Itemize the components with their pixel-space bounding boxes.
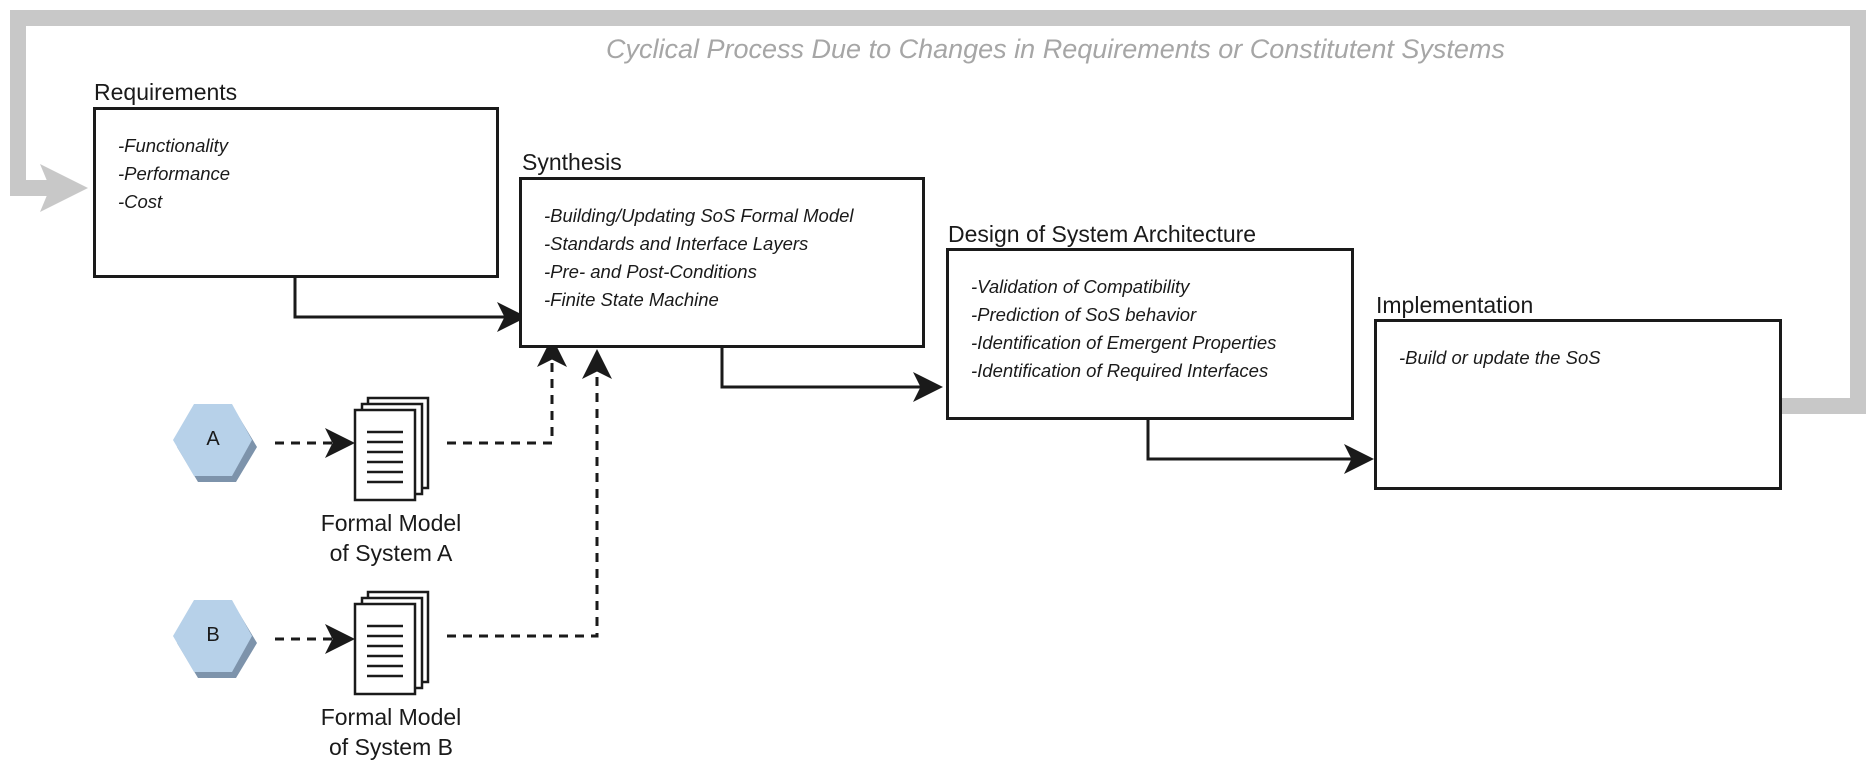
synthesis-title: Synthesis [522, 149, 622, 175]
requirement-item: -Functionality [118, 135, 229, 156]
requirements-box: -Functionality -Performance -Cost [93, 107, 499, 278]
design-item: -Identification of Emergent Properties [971, 332, 1277, 353]
hexagon-a-icon [173, 404, 257, 482]
cycle-arrowhead [40, 164, 88, 212]
hexagon-b-icon [173, 600, 257, 678]
flow-arrow-requirements-to-synthesis [293, 276, 527, 332]
synthesis-item: -Standards and Interface Layers [544, 233, 809, 254]
flow-arrow-synthesis-to-design [720, 346, 943, 402]
synthesis-item: -Pre- and Post-Conditions [544, 261, 757, 282]
implementation-item: -Build or update the SoS [1399, 347, 1601, 368]
implementation-title: Implementation [1376, 292, 1534, 318]
design-box: -Validation of Compatibility -Prediction… [946, 248, 1354, 420]
system-a-letter: A [206, 428, 220, 450]
formal-model-a-caption-line1: Formal Model [320, 510, 462, 536]
system-b-letter: B [206, 624, 220, 646]
cycle-label: Cyclical Process Due to Changes in Requi… [606, 34, 1505, 64]
implementation-items: -Build or update the SoS [1399, 344, 1601, 372]
formal-model-b-caption-line1: Formal Model [320, 704, 462, 730]
synthesis-item: -Finite State Machine [544, 289, 719, 310]
document-stack-a-icon [353, 396, 430, 502]
requirements-title: Requirements [94, 79, 238, 105]
synthesis-box: -Building/Updating SoS Formal Model -Sta… [519, 177, 925, 348]
design-items: -Validation of Compatibility -Prediction… [971, 273, 1276, 385]
document-stack-b-icon [353, 590, 430, 696]
design-title: Design of System Architecture [948, 221, 1257, 247]
formal-model-a-caption: Formal Model of System A [291, 508, 491, 568]
formal-model-b-caption: Formal Model of System B [291, 702, 491, 762]
formal-model-a-caption-line2: of System A [329, 540, 453, 566]
synthesis-item: -Building/Updating SoS Formal Model [544, 205, 854, 226]
implementation-box: -Build or update the SoS [1374, 319, 1782, 490]
design-item: -Validation of Compatibility [971, 276, 1190, 297]
synthesis-items: -Building/Updating SoS Formal Model -Sta… [544, 202, 854, 314]
design-item: -Prediction of SoS behavior [971, 304, 1197, 325]
dashed-arrow-model-b-to-synthesis [447, 349, 612, 638]
flow-arrow-design-to-implementation [1146, 418, 1374, 474]
cycle-arrow [10, 10, 1866, 414]
formal-model-b-caption-line2: of System B [329, 734, 453, 760]
requirement-item: -Cost [118, 191, 163, 212]
requirements-items: -Functionality -Performance -Cost [118, 132, 230, 216]
requirement-item: -Performance [118, 163, 231, 184]
dashed-arrow-model-a-to-synthesis [447, 337, 567, 445]
design-item: -Identification of Required Interfaces [971, 360, 1269, 381]
